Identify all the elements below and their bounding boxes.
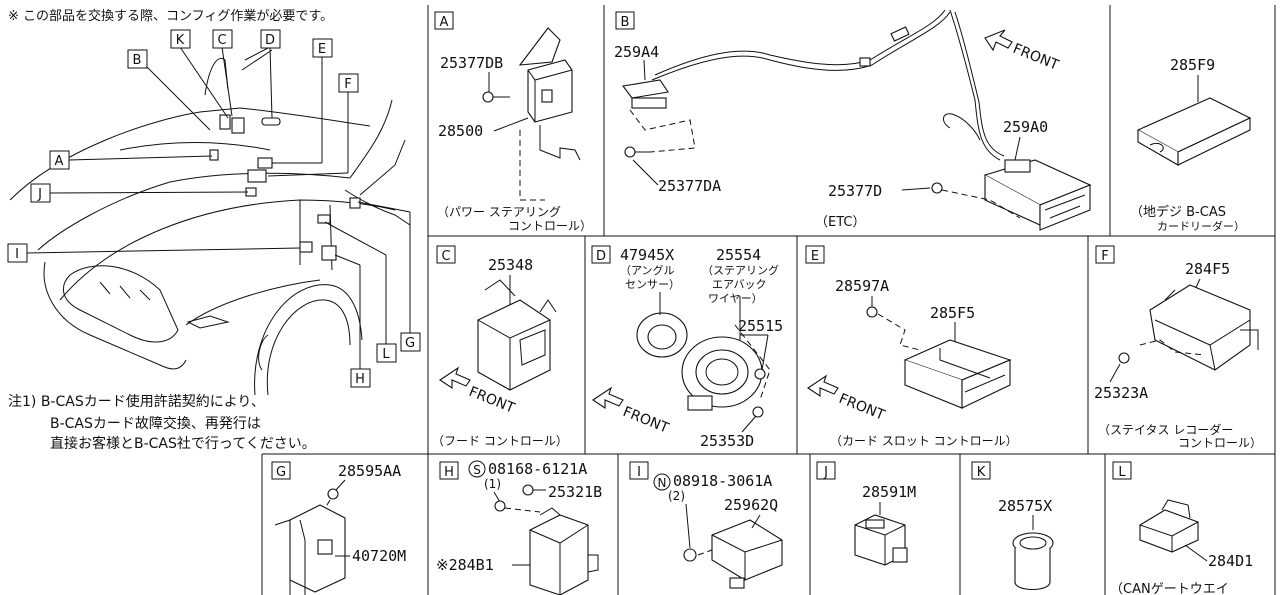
overview-letter-G: G (405, 336, 415, 351)
panel-I-qty: (2) (668, 489, 685, 503)
panel-B: B 259A4 25377DA 259A0 25377D FRONT （ETC） (614, 9, 1092, 231)
svg-text:S: S (473, 463, 481, 477)
panel-D-front-label: FRONT (621, 404, 672, 437)
panel-E: E 28597A 285F5 FRONT （カード スロット コントロール） (805, 245, 1018, 448)
svg-text:N: N (658, 476, 667, 490)
panel-G-letter: G (276, 465, 286, 480)
panel-C-letter: C (441, 249, 450, 264)
part-28500: 28500 (438, 122, 483, 140)
part-40720M: 40720M (352, 547, 406, 565)
part-47945X: 47945X (620, 246, 674, 264)
panel-D-sub2-2: エアバック (712, 278, 767, 291)
panel-A-caption-1: （パワー ステアリング (437, 205, 561, 219)
panel-E-front-label: FRONT (837, 391, 888, 424)
overview-letter-L: L (382, 347, 390, 362)
panel-A-caption-2: コントロール） (508, 219, 592, 233)
panel-J: J 28591M (816, 461, 916, 566)
part-259A4: 259A4 (614, 43, 659, 61)
panel-J-letter: J (823, 465, 828, 480)
panel-L: L 284D1 （CANゲートウエイ (1110, 461, 1253, 595)
part-25377DA: 25377DA (658, 177, 721, 195)
footnote: 注1) B-CASカード使用許諾契約により、 B-CASカード故障交換、再発行は… (8, 393, 316, 452)
panel-D: D 47945X （アングル センサー） 25554 （ステアリング エアバック… (591, 245, 783, 450)
panel-L-letter: L (1118, 465, 1126, 480)
panel-D-sub1-2: センサー） (625, 278, 680, 291)
panel-K-letter: K (977, 465, 986, 480)
overview-letter-C: C (217, 33, 226, 48)
panel-B-caption: （ETC） (815, 215, 865, 230)
panel-285F9-caption-1: （地デジ B-CAS (1130, 204, 1226, 220)
panel-F: F 284F5 25323A （ステイタス レコーダー コントロール） (1094, 245, 1262, 450)
panel-E-caption: （カード スロット コントロール） (830, 434, 1018, 448)
part-28591M: 28591M (862, 483, 916, 501)
part-284D1: 284D1 (1208, 552, 1253, 570)
overview-callouts: B K C D E F A J I H L G (7, 29, 421, 388)
panel-D-sub1-1: （アングル (620, 263, 675, 277)
panel-285F9: 285F9 （地デジ B-CAS カードリーダー） (1130, 56, 1252, 233)
panel-E-letter: E (811, 249, 819, 264)
panel-H-letter: H (444, 465, 454, 480)
overview-letter-J: J (37, 187, 42, 202)
part-25377D: 25377D (828, 182, 882, 200)
part-285F9: 285F9 (1170, 56, 1215, 74)
panel-C: C 25348 FRONT （フード コントロール） (432, 245, 568, 448)
part-25962Q: 25962Q (724, 496, 778, 514)
panel-A: A 25377DB 28500 （パワー ステアリング コントロール） (434, 11, 592, 233)
overview-letter-D: D (265, 33, 275, 48)
panel-G: G 28595AA 40720M (271, 461, 406, 595)
header-note: ※ この部品を交換する際、コンフィグ作業が必要です。 (8, 8, 333, 24)
part-28575X: 28575X (998, 497, 1052, 515)
part-08168-6121A: 08168-6121A (488, 460, 587, 478)
footnote-line-3: 直接お客様とB-CAS社で行ってください。 (50, 435, 316, 452)
part-25321B: 25321B (548, 483, 602, 501)
part-25353D: 25353D (700, 432, 754, 450)
panel-D-sub2-3: ワイヤー） (708, 292, 763, 305)
part-285F5: 285F5 (930, 304, 975, 322)
overview-letter-A: A (55, 154, 64, 169)
panel-grid (261, 5, 1276, 595)
panel-I-letter: I (637, 465, 641, 480)
footnote-line-2: B-CASカード故障交換、再発行は (50, 415, 261, 432)
panel-K: K 28575X (971, 461, 1054, 591)
panel-B-letter: B (621, 15, 630, 30)
panel-F-letter: F (1101, 249, 1108, 264)
part-25554: 25554 (716, 246, 761, 264)
panel-285F9-caption-2: カードリーダー） (1157, 219, 1245, 233)
panel-I: I N 08918-3061A (2) 25962Q (629, 461, 783, 589)
part-25323A: 25323A (1094, 384, 1148, 402)
part-25377DB: 25377DB (440, 54, 503, 72)
overview-letter-F: F (344, 77, 351, 92)
part-259A0: 259A0 (1003, 118, 1048, 136)
panel-F-caption-2: コントロール） (1178, 436, 1262, 450)
part-284B1: ※284B1 (436, 556, 494, 574)
part-08918-3061A: 08918-3061A (673, 472, 772, 490)
panel-H-qty: (1) (484, 477, 501, 491)
footnote-line-1: 注1) B-CASカード使用許諾契約により、 (8, 393, 265, 410)
panel-D-sub2-1: （ステアリング (702, 263, 779, 277)
overview-letter-H: H (355, 372, 365, 387)
overview-letter-K: K (176, 33, 185, 48)
part-25515: 25515 (738, 317, 783, 335)
panel-C-caption: （フード コントロール） (432, 434, 568, 448)
panel-L-caption: （CANゲートウエイ (1110, 582, 1229, 595)
car-overview-drawing (9, 47, 411, 396)
overview-letter-E: E (318, 42, 326, 57)
panel-F-caption-1: （ステイタス レコーダー (1098, 422, 1233, 437)
overview-letter-B: B (133, 53, 142, 68)
panel-A-letter: A (440, 15, 449, 30)
part-28595AA: 28595AA (338, 462, 401, 480)
overview-letter-I: I (15, 247, 19, 262)
panel-D-letter: D (596, 249, 606, 264)
panel-B-front-label: FRONT (1011, 41, 1062, 74)
part-28597A: 28597A (835, 277, 889, 295)
part-284F5: 284F5 (1185, 260, 1230, 278)
panel-H: H S 08168-6121A (1) 25321B ※284B1 (436, 460, 602, 595)
part-25348: 25348 (488, 256, 533, 274)
